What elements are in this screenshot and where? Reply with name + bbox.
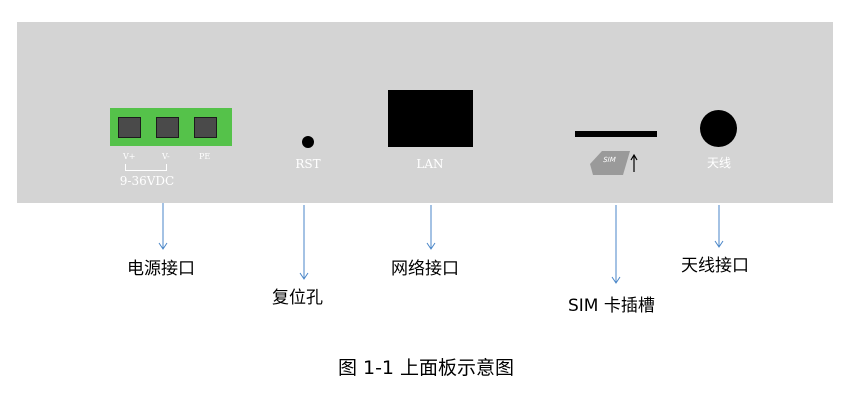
pin-label-v-minus: V- — [162, 152, 170, 161]
lan-label: LAN — [416, 157, 444, 171]
antenna-connector — [700, 110, 737, 147]
pin-label-pe: PE — [199, 152, 211, 161]
insert-direction-arrow-icon — [630, 153, 638, 172]
network-callout-arrow-icon — [426, 205, 436, 250]
terminal-screw-pe — [194, 117, 217, 138]
pin-label-v-plus: V+ — [123, 152, 136, 161]
sim-slot-label: SIM 卡插槽 — [568, 296, 655, 316]
antenna-label: 天线 — [706, 156, 731, 170]
rst-label: RST — [295, 157, 321, 171]
figure-caption: 图 1-1 上面板示意图 — [337, 357, 515, 379]
voltage-bracket — [125, 164, 167, 171]
sim-callout-arrow-icon — [611, 205, 621, 284]
network-interface-label: 网络接口 — [391, 259, 459, 279]
reset-hole — [302, 136, 314, 148]
antenna-callout-arrow-icon — [714, 205, 724, 248]
voltage-label: 9-36VDC — [119, 174, 175, 188]
reset-callout-arrow-icon — [299, 205, 309, 280]
reset-hole-label: 复位孔 — [272, 288, 323, 308]
power-terminal-block — [110, 108, 232, 146]
antenna-interface-label: 天线接口 — [681, 256, 749, 276]
power-callout-arrow-icon — [158, 203, 168, 250]
sim-card-icon — [590, 151, 630, 175]
sim-card-text: SIM — [601, 156, 617, 164]
sim-slot — [575, 131, 657, 137]
terminal-screw-v-minus — [156, 117, 179, 138]
lan-port — [388, 90, 473, 147]
terminal-screw-v-plus — [118, 117, 141, 138]
power-interface-label: 电源接口 — [127, 259, 195, 279]
